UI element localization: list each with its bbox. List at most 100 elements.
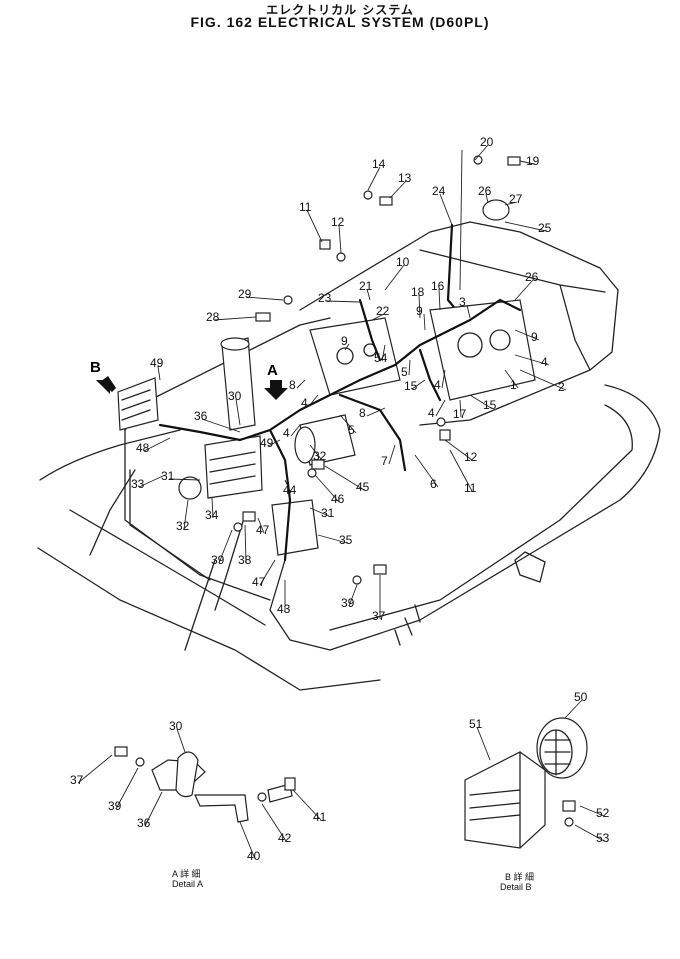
battery-cable — [418, 348, 442, 402]
part-number-callout: 11 — [464, 481, 477, 495]
leader-line — [384, 264, 405, 291]
leader-line — [213, 316, 257, 321]
part-number-callout: 41 — [313, 810, 327, 824]
part-number-callout: 26 — [525, 270, 539, 284]
part-number-callout: 25 — [538, 221, 552, 235]
leader-line — [367, 166, 381, 191]
leader-line — [514, 354, 550, 366]
leader-line — [325, 300, 361, 303]
part-number-callout: 29 — [238, 287, 252, 301]
figure-title: FIG. 162 ELECTRICAL SYSTEM (D60PL) — [190, 14, 490, 30]
leader-line — [435, 399, 446, 417]
panel-harness — [358, 298, 382, 362]
part-number-callout: 4 — [434, 378, 441, 392]
part-number-callout: 35 — [339, 533, 353, 547]
part-number-callout: 4 — [301, 396, 308, 410]
leader-line — [339, 414, 357, 434]
part-number-callout: 15 — [483, 398, 497, 412]
leader-line — [138, 474, 166, 488]
switch-panel — [309, 317, 401, 396]
leader-line — [469, 394, 492, 409]
part-number-callout: 3 — [459, 295, 466, 309]
part-number-callout: 38 — [238, 553, 252, 567]
leader-line — [144, 791, 163, 827]
alternator — [178, 476, 202, 500]
leader-line — [218, 529, 233, 564]
detail-b: B 詳 細 Detail B — [464, 717, 588, 892]
main-harness — [158, 333, 442, 442]
leader-line — [388, 444, 396, 465]
detail-a: A 詳 細 Detail A — [114, 746, 296, 889]
leader-line — [259, 559, 276, 586]
parts — [117, 149, 536, 585]
leader-line — [504, 221, 547, 232]
leader-line — [366, 288, 371, 301]
part-number-callout: 12 — [464, 450, 478, 464]
leader-line — [309, 507, 330, 517]
part-number-callout: 14 — [372, 157, 386, 171]
part-number-callout: 34 — [205, 508, 219, 522]
part-number-callout: 4 — [283, 426, 290, 440]
relay-box — [271, 499, 319, 556]
view-arrow-a-label: A — [267, 362, 278, 379]
detail-a-caption: Detail A — [172, 879, 203, 889]
part-number-callout: 32 — [313, 449, 327, 463]
leader-line — [245, 296, 284, 301]
part-number-callout: 51 — [469, 717, 483, 731]
part-number-callout: 20 — [480, 135, 494, 149]
lamp-harness — [268, 428, 292, 562]
part-number-callout: 1 — [510, 378, 517, 392]
part-number-callout: 11 — [299, 200, 312, 214]
leader-line — [389, 180, 407, 199]
leader-line — [244, 524, 247, 564]
part-number-callout: 48 — [136, 441, 150, 455]
part-number-callout: 10 — [396, 255, 410, 269]
figure-title-japanese: エレクトリカル システム — [266, 3, 414, 17]
leader-line — [115, 767, 139, 810]
leader-line — [564, 699, 583, 719]
part-number-callout: 30 — [169, 719, 183, 733]
part-number-callout: 39 — [108, 799, 122, 813]
part-number-callout: 37 — [70, 773, 84, 787]
leader-line — [519, 160, 535, 165]
part-number-callout: 36 — [194, 409, 208, 423]
part-number-callout: 9 — [341, 334, 348, 348]
washers — [233, 155, 483, 585]
leader-line — [441, 369, 446, 389]
leader-line — [459, 399, 462, 418]
detail-a-caption-jp: A 詳 細 — [172, 868, 201, 879]
part-number-callout: 52 — [596, 806, 610, 820]
leader-line — [438, 288, 441, 311]
part-number-callout: 19 — [526, 154, 540, 168]
lamp-housing — [464, 751, 546, 849]
leader-line — [176, 728, 186, 753]
leader-line — [474, 144, 489, 161]
work-lamp — [536, 717, 588, 779]
part-number-callout: 17 — [453, 407, 467, 421]
leader-line — [309, 444, 322, 460]
part-number-callout: 16 — [431, 279, 445, 293]
leader-line — [306, 209, 323, 243]
part-number-callout: 9 — [416, 304, 423, 318]
part-number-callout: 43 — [277, 602, 291, 616]
leader-line — [201, 418, 241, 433]
horn — [482, 199, 510, 221]
leader-line — [485, 193, 489, 204]
part-number-callout: 27 — [509, 192, 523, 206]
part-number-callout: 9 — [531, 330, 538, 344]
part-number-callout: 47 — [252, 575, 266, 589]
part-number-callout: 47 — [256, 523, 270, 537]
part-number-callout: 32 — [176, 519, 190, 533]
part-number-callout: 45 — [356, 480, 370, 494]
engine-harness — [338, 393, 407, 472]
part-number-callout: 8 — [359, 406, 366, 420]
front-lamp-box — [204, 435, 263, 499]
part-number-callout: 6 — [430, 477, 437, 491]
part-number-callout: 23 — [318, 291, 332, 305]
part-number-callout: 12 — [331, 215, 345, 229]
leader-line — [514, 329, 540, 341]
part-number-callout: 8 — [289, 378, 296, 392]
part-number-callout: 53 — [596, 831, 610, 845]
leader-line — [411, 379, 426, 390]
